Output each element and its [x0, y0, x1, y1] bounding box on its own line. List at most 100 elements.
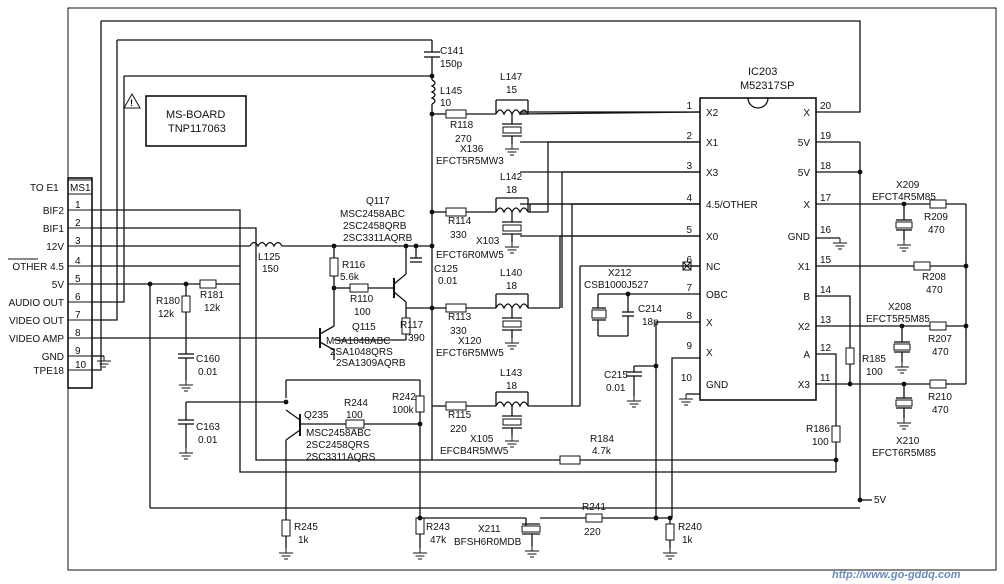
- connector-pin-label: AUDIO OUT: [8, 298, 64, 309]
- connector-pin-label: GND: [42, 352, 64, 363]
- ic-pin-name: GND: [788, 232, 810, 243]
- svg-text:MSC2458ABC: MSC2458ABC: [340, 209, 405, 220]
- ic-pin-name: B: [803, 292, 810, 303]
- ic-pin-name: X: [803, 108, 810, 119]
- svg-text:Q235: Q235: [304, 410, 329, 421]
- svg-text:R118: R118: [450, 120, 474, 131]
- svg-text:X211: X211: [478, 524, 501, 535]
- filter-row-3: [432, 235, 700, 350]
- ic-pin-name: GND: [706, 380, 728, 391]
- svg-text:470: 470: [926, 285, 943, 296]
- svg-text:R180: R180: [156, 296, 180, 307]
- svg-text:R210: R210: [928, 392, 952, 403]
- connector-pin-label: VIDEO AMP: [9, 334, 64, 345]
- svg-text:R114: R114: [448, 216, 472, 227]
- svg-text:Q115: Q115: [352, 322, 376, 333]
- svg-text:0.01: 0.01: [606, 383, 626, 394]
- svg-text:R117: R117: [400, 320, 424, 331]
- ic-pin-5: 5X0: [520, 225, 719, 243]
- svg-text:R240: R240: [678, 522, 702, 533]
- connector-pin-label: OTHER 4.5: [12, 262, 64, 273]
- svg-text:0.01: 0.01: [198, 367, 218, 378]
- svg-text:10: 10: [440, 98, 452, 109]
- svg-text:X136: X136: [460, 144, 484, 155]
- svg-text:18: 18: [506, 381, 518, 392]
- svg-text:100: 100: [866, 367, 883, 378]
- ic-pin-name: X0: [706, 232, 719, 243]
- svg-text:470: 470: [932, 347, 949, 358]
- svg-text:220: 220: [450, 424, 467, 435]
- ic-pin-1: 1X2: [520, 101, 719, 119]
- warning-mark: !: [130, 98, 133, 108]
- connector-pin-label: BIF2: [43, 206, 65, 217]
- svg-text:L142: L142: [500, 172, 523, 183]
- svg-text:EFCT6R0MW5: EFCT6R0MW5: [436, 250, 504, 261]
- filter-row-2: [432, 197, 700, 254]
- svg-text:220: 220: [584, 527, 601, 538]
- svg-text:2SC3311AQRB: 2SC3311AQRB: [343, 233, 413, 244]
- connector-title: TO E1: [30, 183, 59, 194]
- svg-text:BFSH6R0MDB: BFSH6R0MDB: [454, 537, 522, 548]
- ic-pin-name: X3: [706, 168, 719, 179]
- connector-pin-number: 8: [75, 328, 81, 339]
- wires: [92, 20, 967, 560]
- ic-pin-number: 14: [820, 285, 832, 296]
- svg-text:L143: L143: [500, 368, 523, 379]
- ic-pin-name: X: [706, 348, 713, 359]
- ic203-part: M52317SP: [740, 80, 794, 92]
- svg-text:2SC2458QRB: 2SC2458QRB: [343, 221, 407, 232]
- ic-pin-name: X: [706, 318, 713, 329]
- ic-pin-14: 14B: [803, 285, 831, 303]
- svg-text:R116: R116: [342, 260, 366, 271]
- svg-text:EFCT5R5MW3: EFCT5R5MW3: [436, 156, 504, 167]
- svg-text:18: 18: [506, 281, 518, 292]
- svg-text:330: 330: [450, 326, 467, 337]
- svg-text:470: 470: [928, 225, 945, 236]
- svg-text:C160: C160: [196, 354, 220, 365]
- svg-text:L147: L147: [500, 72, 523, 83]
- ic-pin-name: A: [803, 350, 810, 361]
- connector-pin-number: 10: [75, 360, 87, 371]
- connector-pin-number: 1: [75, 200, 81, 211]
- svg-text:CSB1000J527: CSB1000J527: [584, 280, 649, 291]
- ic203: IC203 M52317SP: [699, 66, 817, 401]
- ic-pin-12: 12A: [803, 343, 831, 361]
- connector-pin-number: 3: [75, 236, 81, 247]
- outer-frame: [67, 7, 997, 571]
- connector-pin-label: TPE18: [33, 366, 64, 377]
- ic-pin-3: 3X3: [520, 161, 719, 179]
- svg-text:R243: R243: [426, 522, 450, 533]
